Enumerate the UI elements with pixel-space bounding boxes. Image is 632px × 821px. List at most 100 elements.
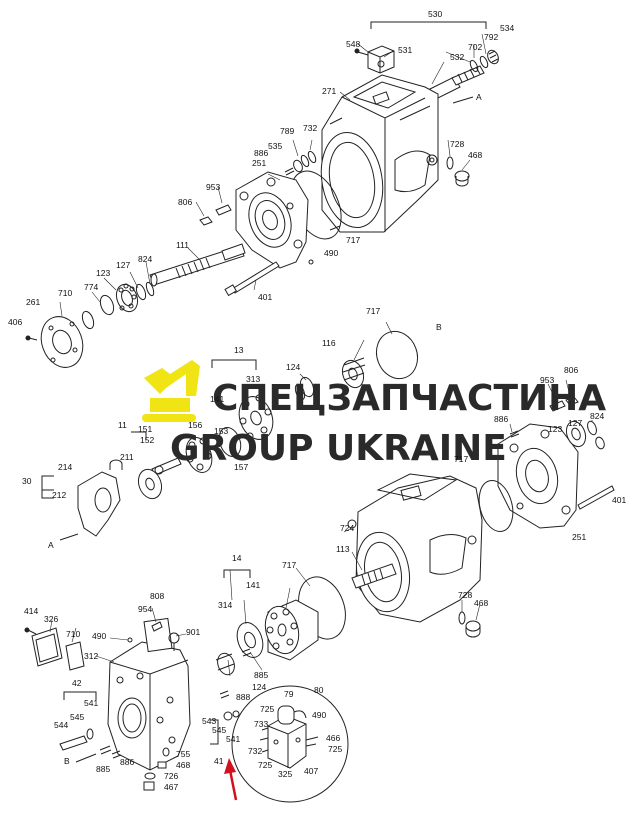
callout-label-13: 13 [234,345,244,355]
callout-label-152: 152 [140,435,154,445]
callout-label-824a: 824 [138,254,152,264]
callout-label-116: 116 [322,338,336,348]
callout-label-792: 792 [484,32,498,42]
callout-label-14: 14 [232,553,242,563]
callout-label-532: 532 [450,52,464,62]
callout-label-953a: 953 [206,182,220,192]
callout-label-953b: 953 [540,375,554,385]
callout-label-157: 157 [234,462,248,472]
callout-label-325: 325 [278,769,292,779]
callout-label-42: 42 [72,678,82,688]
callout-label-954: 954 [138,604,152,614]
callout-label-153: 153 [214,426,228,436]
part-151-pistons [185,426,242,473]
callout-label-113: 113 [336,544,350,554]
watermark-line1: СПЕЦЗАПЧАСТИНА [212,378,606,419]
callout-label-717d: 717 [282,560,296,570]
callout-label-717a: 717 [346,235,360,245]
part-251-flange [235,171,309,269]
callout-label-313: 313 [246,374,260,384]
part-123-bearing [115,283,139,313]
callout-label-535: 535 [268,141,282,151]
callout-label-710b: 710 [66,629,80,639]
callout-label-490b: 490 [92,631,106,641]
part-212-swashplate [77,459,123,537]
callout-label-156: 156 [188,420,202,430]
callout-label-755: 755 [176,749,190,759]
callout-label-545b: 545 [212,725,226,735]
callout-label-541a: 541 [84,698,98,708]
callout-label-886a: 886 [254,148,268,158]
callout-label-124a: 124 [286,362,300,372]
callout-label-717c: 717 [454,454,468,464]
callout-label-414: 414 [24,606,38,616]
callout-label-824b: 824 [590,411,604,421]
callout-label-774: 774 [84,282,98,292]
callout-label-11: 11 [118,420,127,430]
part-531-block [367,45,395,74]
callout-label-726: 726 [164,771,178,781]
callout-label-214: 214 [58,462,72,472]
callout-label-530: 530 [428,9,442,19]
callout-label-490c: 490 [312,710,326,720]
callout-label-717b: 717 [366,306,380,316]
callout-label-710a: 710 [58,288,72,298]
callout-label-79: 79 [284,689,294,699]
callout-label-406: 406 [8,317,22,327]
watermark-line2: GROUP UKRAINE [170,428,507,469]
callout-label-725c: 725 [258,760,272,770]
part-271-casing [320,74,439,233]
excavator-logo-icon [142,360,200,422]
leader-lines [49,33,593,677]
callout-label-728b: 728 [458,590,472,600]
callout-label-212: 212 [52,490,66,500]
callout-label-806a: 806 [178,197,192,207]
part-111-shaft [149,243,246,287]
callout-label-312: 312 [84,651,98,661]
callout-label-41: 41 [214,756,224,766]
part-116-gear [341,357,366,389]
callout-label-127b: 127 [568,418,582,428]
callout-label-548: 548 [346,39,360,49]
callout-label-467: 467 [164,782,178,792]
callout-label-545a: 545 [70,712,84,722]
callout-label-789: 789 [280,126,294,136]
callout-label-543: 543 [202,716,216,726]
callout-label-401a: 401 [258,292,272,302]
callout-label-B1: B [436,322,442,332]
part-113-shaft [351,563,397,589]
watermark-logo: СПЕЦЗАПЧАСТИНА GROUP UKRAINE [142,360,606,469]
part-312-valve-block [107,617,191,771]
callout-label-111: 111 [176,240,189,250]
callout-label-808: 808 [150,591,164,601]
callout-label-123a: 123 [96,268,110,278]
callout-label-724: 724 [340,523,354,533]
callout-label-541b: 541 [226,734,240,744]
callout-label-886b: 886 [494,414,508,424]
callout-label-141b: 141 [246,580,260,590]
callout-label-127a: 127 [116,260,130,270]
callout-label-B2: B [64,756,70,766]
part-534-plug [487,49,499,65]
callout-label-401b: 401 [612,495,626,505]
callout-label-885b: 885 [96,764,110,774]
callout-label-725a: 725 [260,704,274,714]
callout-label-806b: 806 [564,365,578,375]
callout-label-80: 80 [314,685,324,695]
callout-label-271: 271 [322,86,336,96]
callout-label-326: 326 [44,614,58,624]
callout-label-407: 407 [304,766,318,776]
callout-label-886c: 886 [120,757,134,767]
part-468-plug-b [465,620,481,638]
callout-label-732a: 732 [303,123,317,133]
callout-label-124b: 124 [252,682,266,692]
part-141-cylinder-b [264,599,319,661]
callout-label-261: 261 [26,297,40,307]
part-326-cover [31,627,63,667]
callout-label-211: 211 [120,452,134,462]
callout-label-A1: A [476,92,482,102]
callout-label-466: 466 [326,733,340,743]
callout-label-531: 531 [398,45,412,55]
